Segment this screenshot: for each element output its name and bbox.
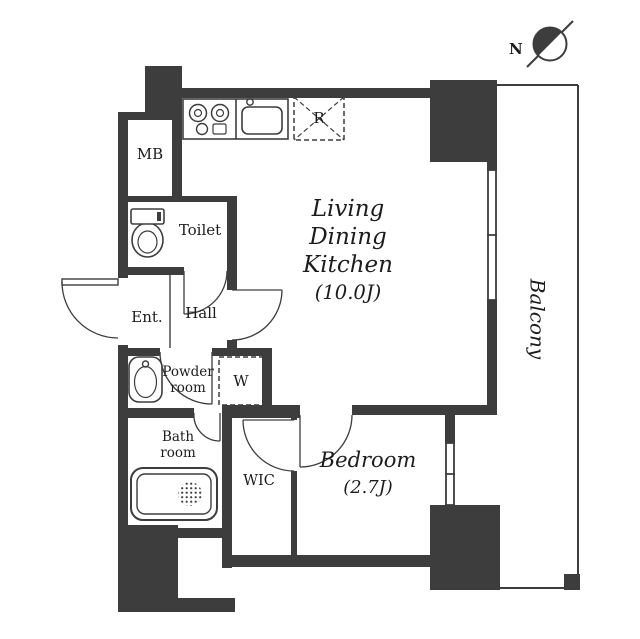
wall-toilet-top xyxy=(118,196,237,202)
wall-bath-top xyxy=(118,408,194,418)
wall-block-bottom-left xyxy=(118,525,178,612)
toilet-label: Toilet xyxy=(178,221,222,239)
entrance-label: Ent. xyxy=(131,308,163,326)
wall-hall-right-a xyxy=(227,202,237,290)
wall-mb-top xyxy=(118,112,182,120)
bathtub-icon xyxy=(130,467,218,521)
bath-room-label-line: room xyxy=(160,445,196,461)
hall-ldk-door-arc xyxy=(231,289,283,341)
wall-bedroom-bottom xyxy=(222,555,430,567)
wic-door-arc xyxy=(242,419,295,472)
bedroom-window xyxy=(445,442,455,506)
washbasin-icon xyxy=(128,356,163,403)
bedroom-size-label: (2.7J) xyxy=(343,477,393,498)
toilet-door-arc xyxy=(183,270,228,315)
washer-space-label: W xyxy=(233,372,249,390)
mb-label: MB xyxy=(136,145,164,163)
ldk-label-line: Living xyxy=(311,196,385,222)
wall-bedroom-right-stub xyxy=(445,415,455,443)
wall-top xyxy=(172,88,430,98)
compass-north-label: N xyxy=(509,40,523,58)
ldk-label-line: Dining xyxy=(309,224,387,250)
wall-block-bottom-right xyxy=(430,505,500,590)
ldk-label: Living Dining Kitchen (10.0J) xyxy=(263,195,433,307)
wall-mb-left xyxy=(118,112,128,202)
kitchen-sink-icon xyxy=(241,98,283,135)
refrigerator-space-box xyxy=(293,96,345,141)
powder-room-label-line: room xyxy=(170,380,206,396)
wall-bottom xyxy=(150,598,235,612)
bedroom-label-line: Bedroom xyxy=(319,448,417,472)
ldk-label-line: Kitchen xyxy=(303,252,393,278)
wall-mb-right xyxy=(172,88,182,202)
wall-toilet-hall xyxy=(128,267,184,275)
entrance-door-arc xyxy=(61,278,119,339)
powder-room-label-line: Powder xyxy=(162,364,214,380)
wall-left-upper xyxy=(118,202,128,278)
balcony-label: Balcony xyxy=(525,278,550,360)
bedroom-label: Bedroom (2.7J) xyxy=(293,447,443,501)
refrigerator-space-label: R xyxy=(313,109,325,127)
wall-powder-right xyxy=(262,348,272,405)
balcony-outline xyxy=(497,84,579,589)
stove-icon xyxy=(188,103,230,136)
wall-block-top-right xyxy=(430,80,497,162)
washer-space-box xyxy=(218,356,264,406)
wall-right-mid xyxy=(487,300,497,415)
bath-room-label-line: Bath xyxy=(161,429,195,445)
wall-bath-bottom xyxy=(118,528,232,538)
bath-room-label: Bath room xyxy=(140,429,216,461)
ldk-size-label: (10.0J) xyxy=(314,281,382,304)
toilet-icon xyxy=(130,208,165,258)
wall-wic-top xyxy=(222,405,300,418)
wall-wic-left xyxy=(222,408,232,568)
hall-label: Hall xyxy=(185,304,217,322)
ldk-window xyxy=(487,169,497,301)
wall-left-lower xyxy=(118,345,128,528)
wic-label: WIC xyxy=(243,473,275,489)
compass-icon: N xyxy=(509,20,574,68)
powder-door-arc xyxy=(159,351,213,405)
powder-room-label: Powder room xyxy=(150,364,226,396)
kitchen-counter xyxy=(182,98,289,140)
wall-balcony-corner-block xyxy=(564,574,580,590)
wall-powder-top-a xyxy=(118,348,160,356)
wall-wic-bedroom-divider-b xyxy=(291,471,297,567)
wall-right-stub xyxy=(487,162,497,170)
wall-ldk-bedroom xyxy=(352,405,497,415)
bath-door-arc xyxy=(193,412,221,442)
wall-wic-bedroom-divider-a xyxy=(291,415,297,420)
wall-powder-top-b xyxy=(212,348,272,356)
bedroom-door-arc xyxy=(299,414,353,468)
